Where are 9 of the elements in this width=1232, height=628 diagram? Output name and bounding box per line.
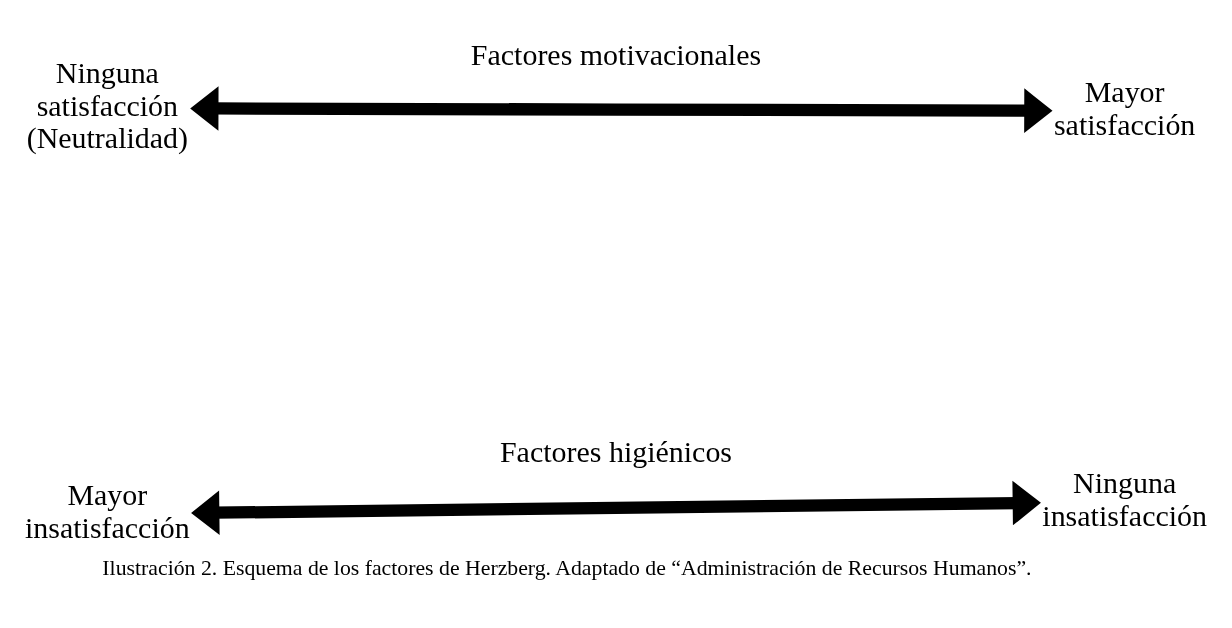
node-text: Ninguna satisfacción (Neutralidad) <box>26 55 189 154</box>
edge-label: Factores higiénicos <box>499 434 733 468</box>
node-text: Mayor satisfacción <box>1053 74 1196 141</box>
edge-label: Factores motivacionales <box>470 37 762 71</box>
node-text: Ninguna insatisfacción <box>1042 465 1207 532</box>
node-text: Mayor insatisfacción <box>25 477 190 544</box>
arrow <box>191 480 1041 535</box>
caption: Ilustración 2. Esquema de los factores de Herzberg. Adaptado de “Administración de Recursos Humanos”. <box>102 555 1032 580</box>
arrow <box>190 85 1053 133</box>
